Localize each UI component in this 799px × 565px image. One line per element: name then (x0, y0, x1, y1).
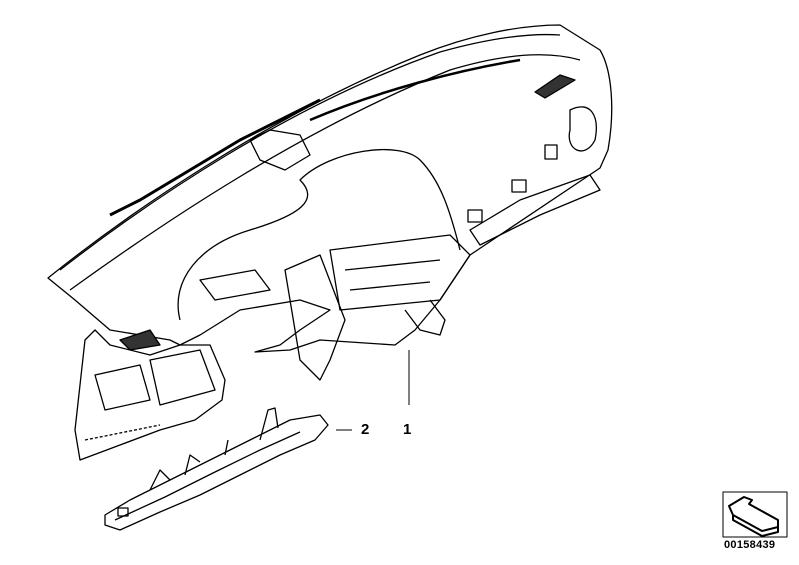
arrow-symbol-icon (722, 491, 788, 538)
dashboard-part-2 (104, 407, 329, 531)
callout-label-1: 1 (403, 421, 412, 438)
reference-number: 00158439 (724, 539, 776, 551)
left-end-panel (74, 329, 226, 461)
center-bracket (404, 299, 446, 336)
callout-label-2: 2 (361, 421, 370, 438)
dashboard-part-1 (47, 24, 613, 381)
